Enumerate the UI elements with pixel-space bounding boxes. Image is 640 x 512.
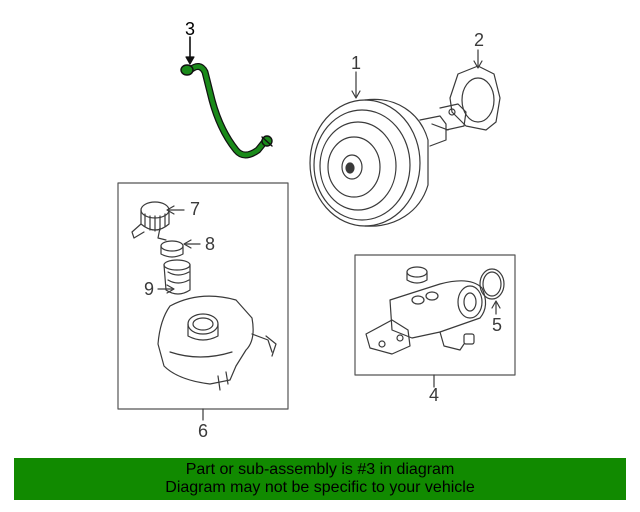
- master-cylinder[interactable]: [365, 266, 487, 355]
- arrow-7: [166, 205, 175, 215]
- seal-ring-part-5[interactable]: [479, 268, 505, 300]
- arrow-5: [491, 300, 501, 309]
- brake-booster-part-1[interactable]: [309, 98, 467, 227]
- callout-6[interactable]: 6: [198, 421, 208, 441]
- callout-1[interactable]: 1: [351, 53, 361, 73]
- callout-5[interactable]: 5: [492, 315, 502, 335]
- info-banner: Part or sub-assembly is #3 in diagram Di…: [14, 458, 626, 500]
- master-cylinder-box: [354, 254, 516, 376]
- callout-9[interactable]: 9: [144, 279, 154, 299]
- arrow-1: [351, 90, 361, 99]
- callout-8[interactable]: 8: [205, 234, 215, 254]
- strainer-part-9[interactable]: [163, 259, 191, 295]
- arrow-8: [183, 239, 192, 249]
- banner-line-1: Part or sub-assembly is #3 in diagram: [185, 461, 455, 478]
- filter-part-8[interactable]: [160, 240, 184, 258]
- callout-4[interactable]: 4: [429, 385, 439, 405]
- arrow-3: [185, 56, 195, 65]
- arrow-2: [473, 60, 483, 69]
- vacuum-hose-part-3[interactable]: [180, 63, 273, 159]
- callout-2[interactable]: 2: [474, 30, 484, 50]
- gasket-part-2[interactable]: [449, 65, 501, 131]
- arrow-9: [166, 284, 175, 294]
- reservoir-cap-part-7[interactable]: [131, 201, 170, 241]
- callout-7[interactable]: 7: [190, 199, 200, 219]
- banner-line-2: Diagram may not be specific to your vehi…: [165, 479, 475, 496]
- callout-3[interactable]: 3: [185, 19, 195, 39]
- fluid-reservoir[interactable]: [157, 295, 277, 391]
- exploded-parts-diagram: 3 1 2 7 8 9 5 4 6: [117, 19, 516, 441]
